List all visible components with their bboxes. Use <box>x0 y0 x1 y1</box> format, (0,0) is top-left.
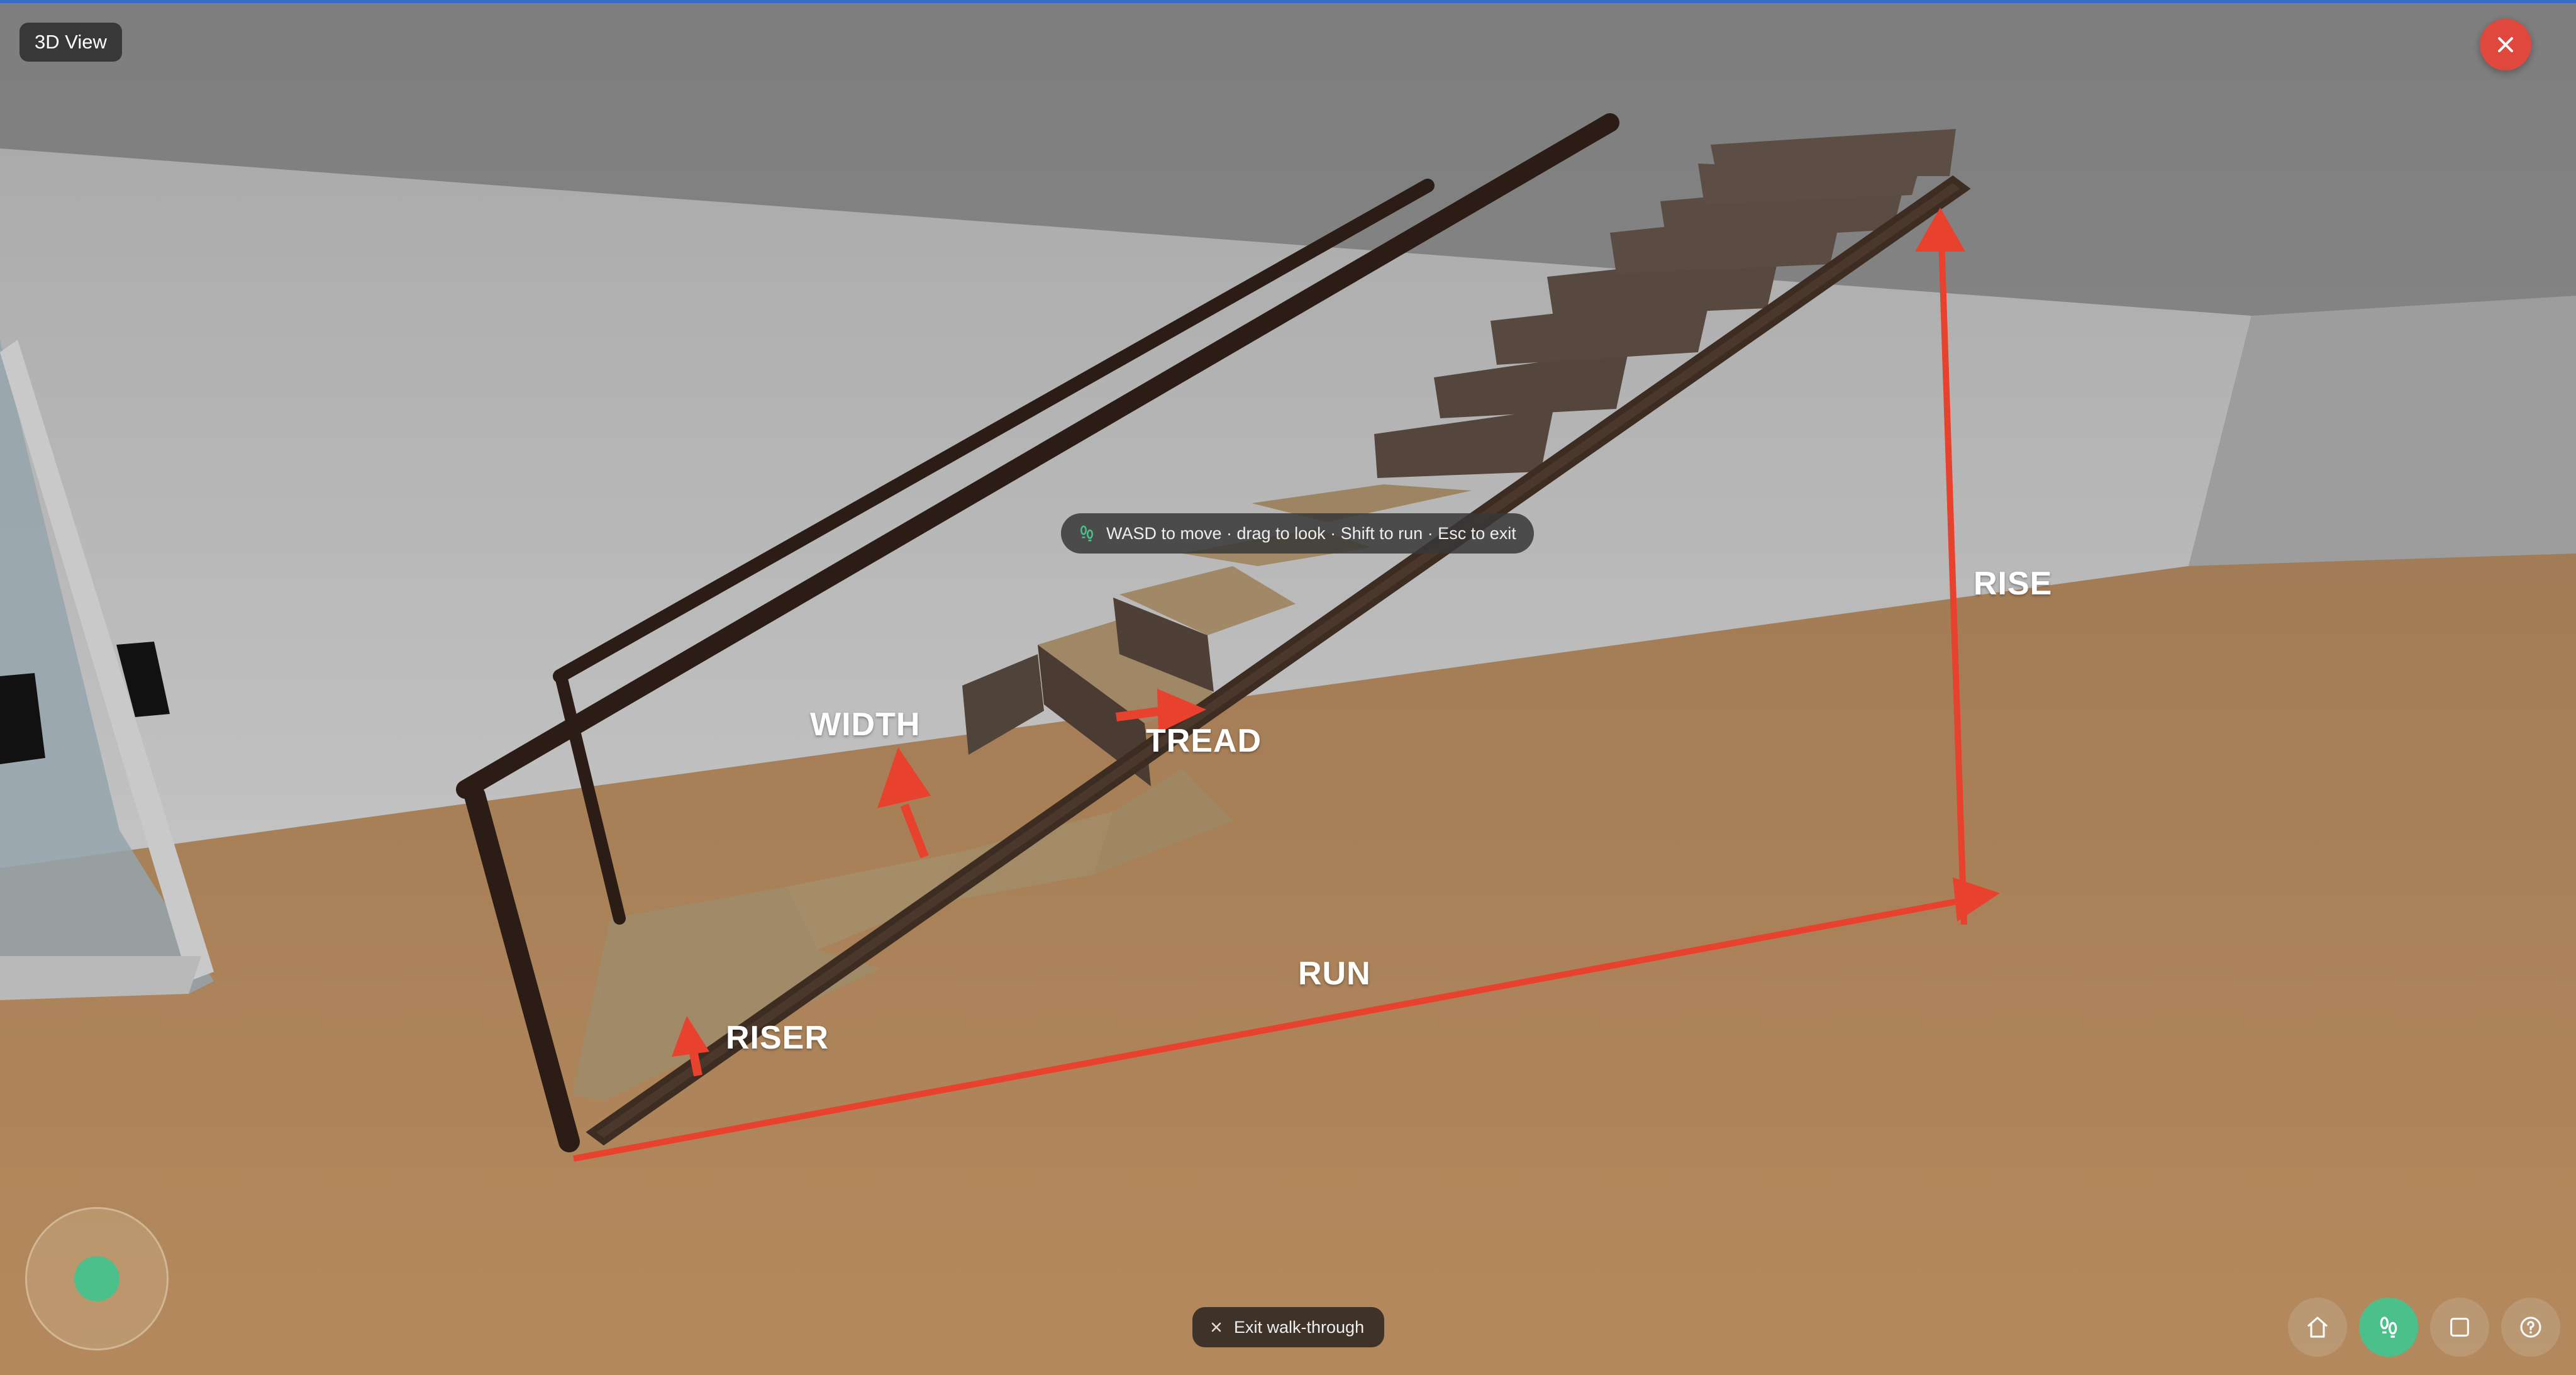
annotation-tread: TREAD <box>1146 723 1262 759</box>
annotation-arrows <box>573 208 2000 1162</box>
exit-walkthrough-label: Exit walk-through <box>1234 1318 1365 1337</box>
view-toolbar <box>2288 1298 2560 1357</box>
window-top-accent <box>0 0 2576 3</box>
annotation-run: RUN <box>1298 955 1371 992</box>
handrail <box>456 113 1619 1152</box>
close-button[interactable] <box>2480 19 2531 70</box>
footsteps-icon <box>1080 525 1093 542</box>
floor <box>0 554 2576 1375</box>
square-icon <box>2450 1318 2469 1337</box>
footsteps-icon <box>2380 1317 2397 1338</box>
controls-hint-text: WASD to move · drag to look · Shift to r… <box>1106 524 1516 543</box>
exit-walkthrough-button[interactable]: Exit walk-through <box>1192 1307 1385 1347</box>
right-wall <box>2189 296 2576 566</box>
movement-joystick[interactable] <box>25 1207 169 1350</box>
annotation-rise: RISE <box>1974 565 2053 602</box>
controls-hint: WASD to move · drag to look · Shift to r… <box>1061 513 1534 554</box>
stair-risers <box>962 129 1956 786</box>
help-icon <box>2520 1317 2541 1338</box>
walkthrough-button[interactable] <box>2359 1298 2418 1357</box>
stair-stringer <box>586 175 1971 1146</box>
close-icon <box>2498 37 2513 52</box>
glass-door <box>0 340 214 994</box>
annotation-width: WIDTH <box>810 706 921 743</box>
stair-treads <box>572 484 1472 1101</box>
help-button[interactable] <box>2501 1298 2560 1357</box>
home-icon <box>2307 1317 2328 1338</box>
view-mode-badge: 3D View <box>19 23 122 62</box>
plan-view-button[interactable] <box>2430 1298 2489 1357</box>
home-button[interactable] <box>2288 1298 2347 1357</box>
joystick-knob[interactable] <box>74 1256 119 1301</box>
door-handle <box>116 642 170 717</box>
close-icon <box>1211 1322 1221 1332</box>
annotation-riser: RISER <box>726 1020 829 1056</box>
